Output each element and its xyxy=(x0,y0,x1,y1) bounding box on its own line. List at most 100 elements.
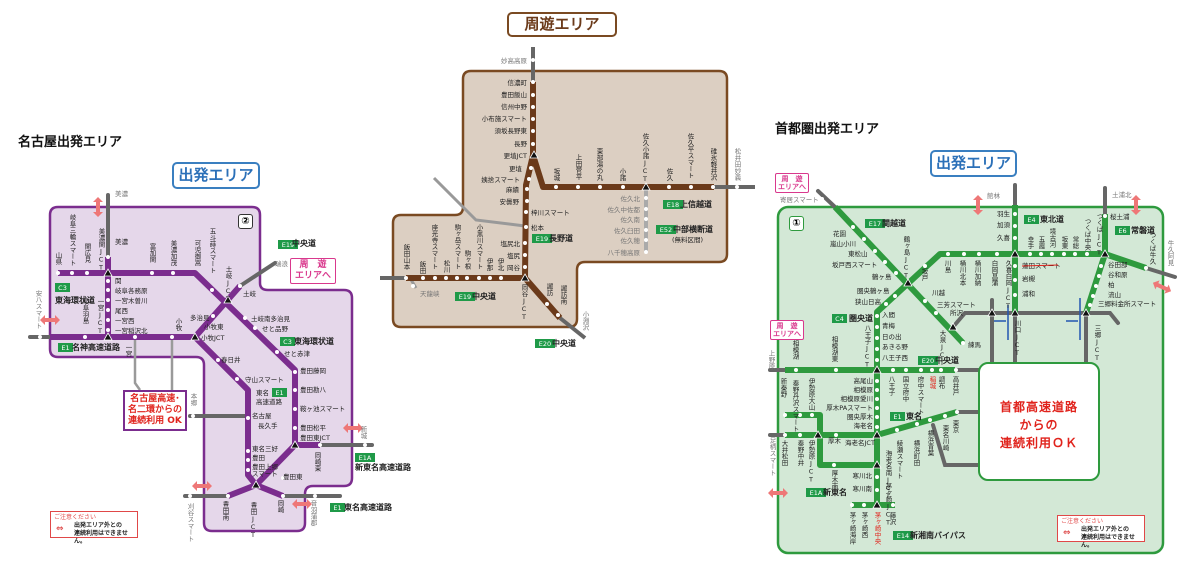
nagoya-station-label: 小牧 xyxy=(174,317,182,333)
nagoya-expressway-ok-box: 名古屋高速･ 名二環からの 連続利用 OK xyxy=(123,390,187,431)
nagoya-station-label: 山県 xyxy=(54,251,62,266)
center-station-label: 天龍峡 xyxy=(420,289,440,298)
station-dot xyxy=(70,271,74,275)
road-number: E1 xyxy=(333,504,341,512)
station-dot xyxy=(891,503,895,507)
center-station-label: 豊田飯山 xyxy=(501,90,527,99)
center-station-label: 岡谷 xyxy=(507,263,521,272)
tokyo-station-label: 狭山日高 xyxy=(855,297,882,306)
tokyo-station-label: 新秦野 xyxy=(779,377,787,398)
station-dot xyxy=(455,276,459,280)
road-number: E52 xyxy=(660,226,672,234)
tokyo-station-label: 圏央厚木 xyxy=(847,412,874,421)
nagoya-station-label: 美濃 xyxy=(115,237,129,246)
station-dot xyxy=(170,335,174,339)
center-station-label: 飯田山本 xyxy=(402,243,410,271)
road-name: 中央道 xyxy=(292,238,316,248)
station-dot xyxy=(106,288,110,292)
center-station-label: 碓氷軽井沢 xyxy=(709,148,717,182)
nagoya-station-label: 五斗蒔スマート xyxy=(208,228,216,274)
tokyo-shuyu-link-north[interactable]: 周 遊 エリアへ xyxy=(775,173,809,193)
road-number: E1 xyxy=(61,344,69,352)
tokyo-station-label: 八王子 xyxy=(887,376,895,396)
road-name: 東名高速道路 xyxy=(344,502,393,512)
center-station-label: 伊北 xyxy=(496,257,504,273)
tokyo-station-label: 加須 xyxy=(997,220,1011,229)
tokyo-station-label: 横浜町田 xyxy=(912,439,920,468)
station-dot xyxy=(1099,264,1103,268)
station-dot xyxy=(891,368,895,372)
nagoya-station-label: 一宮西 xyxy=(115,316,135,325)
station-dot xyxy=(56,271,60,275)
center-station-label: 松川 xyxy=(442,259,450,274)
station-dot xyxy=(862,237,866,241)
tokyo-station-label: 久喜白岡JCT xyxy=(1004,259,1012,310)
tokyo-station-label: 茅ヶ崎中央 xyxy=(873,511,881,546)
no-connection-double-arrow-icon xyxy=(973,195,983,215)
road-number: E20 xyxy=(539,340,551,348)
station-dot xyxy=(1013,278,1017,282)
tokyo-station-label: 浦和 xyxy=(1022,289,1035,298)
station-dot xyxy=(832,463,836,467)
station-dot xyxy=(955,410,959,414)
station-dot xyxy=(834,368,838,372)
center-station-label: 梓川スマート xyxy=(531,208,570,217)
center-station-label: 小諸 xyxy=(618,167,626,183)
station-dot xyxy=(171,271,175,275)
ok-line1: 首都高速道路 xyxy=(999,400,1078,414)
shuyu-link-line1: 周 遊 xyxy=(299,260,327,270)
station-dot xyxy=(363,443,367,447)
shuyu-link-line1: 周 遊 xyxy=(781,175,803,183)
nagoya-station-label: 尾西 xyxy=(115,307,129,315)
tokyo-station-label: 相模原 xyxy=(854,385,874,394)
road-name: 中部横断道 xyxy=(673,224,713,234)
nagoya-station-label: 岐阜羽島 xyxy=(81,297,89,326)
nagoya-station-label: 一宮 xyxy=(124,344,132,358)
station-dot xyxy=(939,368,943,372)
tokyo-station-label: 所沢 xyxy=(950,308,964,317)
station-dot xyxy=(1013,224,1017,228)
station-dot xyxy=(150,271,154,275)
station-dot xyxy=(1028,252,1032,256)
center-station-label: 小布施スマート xyxy=(482,114,527,123)
tokyo-station-label: 花園 xyxy=(833,229,846,238)
road-number-plate xyxy=(58,343,73,352)
junction-triangle-icon xyxy=(872,460,882,469)
station-dot xyxy=(798,413,802,417)
station-dot xyxy=(106,298,110,302)
station-dot xyxy=(862,503,866,507)
caution-heading: ご注意ください xyxy=(1061,518,1104,525)
station-dot xyxy=(995,252,999,256)
station-dot xyxy=(875,397,879,401)
road-number: E19 xyxy=(282,241,294,249)
tokyo-station-label: 桜土浦 xyxy=(1110,212,1130,221)
tokyo-shuyu-link-west[interactable]: 周 遊 エリアへ xyxy=(770,320,804,340)
center-station-label: 諏訪南 xyxy=(559,284,567,305)
station-dot xyxy=(106,318,110,322)
tokyo-station-label: 圏央鶴ヶ島 xyxy=(857,286,890,295)
center-station-label: 諏訪 xyxy=(545,282,553,298)
station-dot xyxy=(798,433,802,437)
road-name: 東北道 xyxy=(1040,214,1064,224)
nagoya-station-label: 守山スマート xyxy=(245,375,284,384)
tokyo-station-label: 青梅 xyxy=(882,321,896,330)
station-dot xyxy=(598,185,602,189)
station-dot xyxy=(531,105,535,109)
station-dot xyxy=(875,406,879,410)
center-station-label: 岡谷JCT xyxy=(520,284,528,321)
center-station-label: 佐久北 xyxy=(621,194,641,203)
nagoya-station-label: 新城 xyxy=(359,425,367,441)
tokyo-station-label: 伊勢原JCT xyxy=(807,439,815,484)
tokyo-station-label: 柏 xyxy=(1108,280,1115,289)
station-dot xyxy=(246,416,250,420)
station-dot xyxy=(1088,303,1092,307)
nagoya-station-label: 長久手 xyxy=(258,421,278,430)
nagoya-shuyu-link[interactable]: 周 遊 エリアへ xyxy=(290,258,336,284)
station-dots xyxy=(38,58,1148,507)
nagoya-station-label: 瑞浪 xyxy=(275,259,289,268)
station-dot xyxy=(576,185,580,189)
